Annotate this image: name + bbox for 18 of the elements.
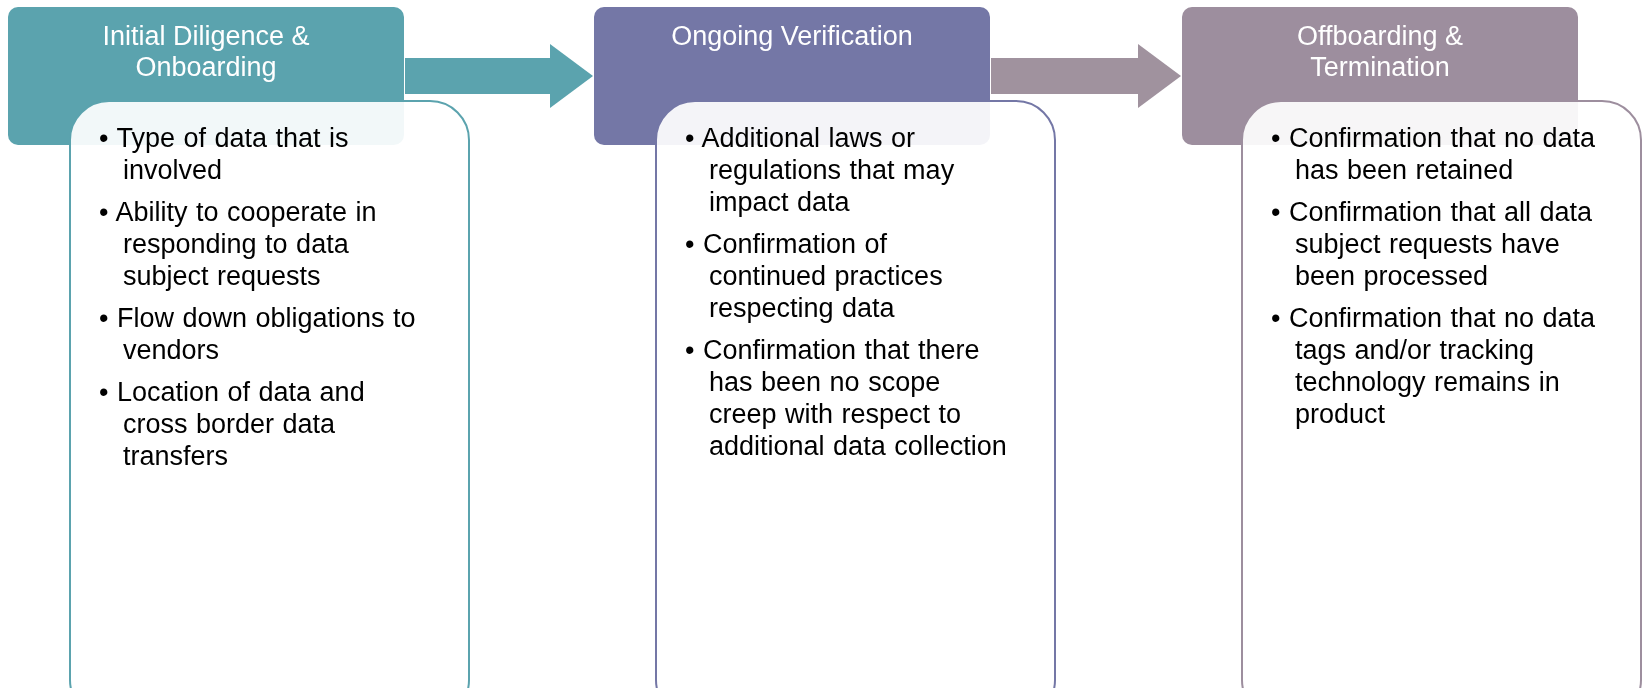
bullet-item: • Confirmation that no data tags and/or tracking technology remains in product <box>1271 302 1596 430</box>
bullet-item: • Confirmation that there has been no scope creep with respect to additional data collection <box>685 334 1008 462</box>
stage-title: Offboarding & Termination <box>1296 21 1464 82</box>
stage-title: Ongoing Verification <box>671 21 913 51</box>
stage-title: Initial Diligence & Onboarding <box>102 21 310 82</box>
content-card <box>655 100 1056 688</box>
bullet-item: • Confirmation that no data has been retained <box>1271 122 1596 186</box>
bullet-item: • Ability to cooperate in responding to data subject requests <box>99 196 378 292</box>
arrow <box>405 44 593 108</box>
bullet-item: • Type of data that is involved <box>99 122 350 186</box>
bullet-item: • Confirmation that all data subject requests have been processed <box>1271 196 1594 292</box>
content-card <box>1241 100 1642 688</box>
content-card <box>69 100 470 688</box>
arrow <box>991 44 1181 108</box>
bullet-item: • Additional laws or regulations that may impact data <box>685 122 956 218</box>
bullet-item: • Location of data and cross border data transfers <box>99 376 366 472</box>
bullet-item: • Flow down obligations to vendors <box>99 302 417 366</box>
bullet-item: • Confirmation of continued practices respecting data <box>685 228 944 324</box>
